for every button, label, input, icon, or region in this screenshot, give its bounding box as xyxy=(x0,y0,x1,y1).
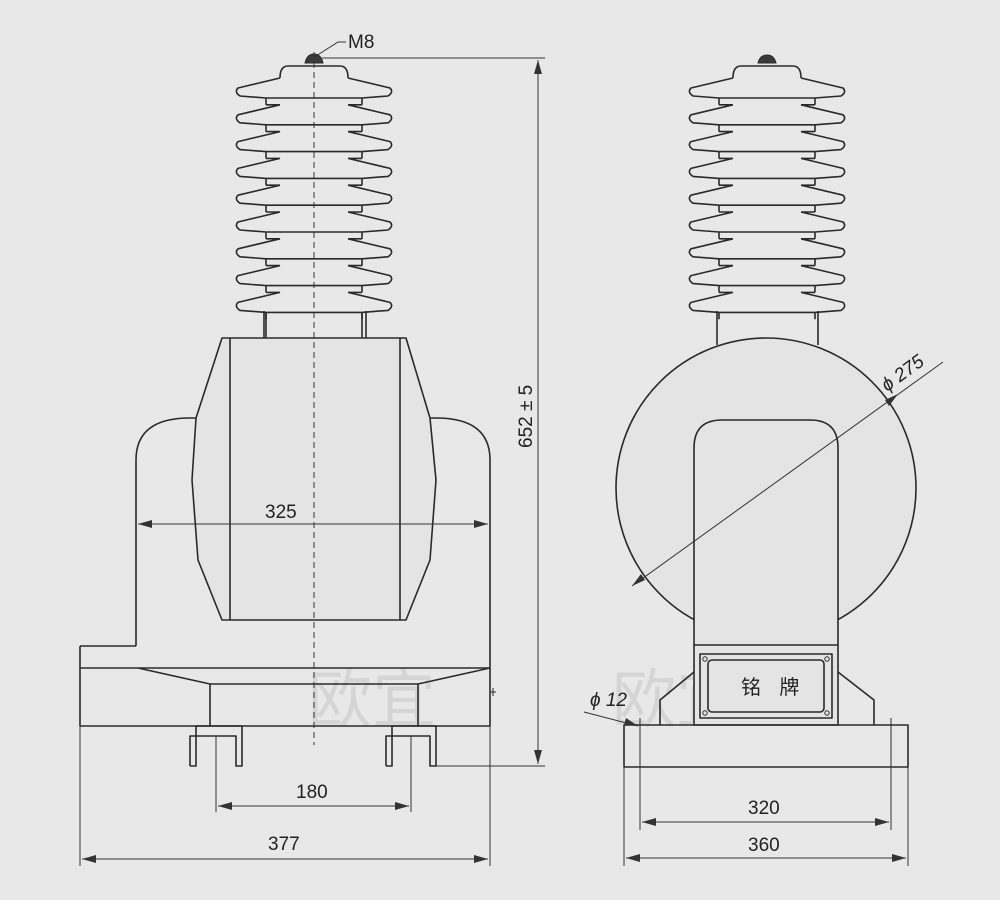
right-foot xyxy=(385,725,437,767)
diameter-label: ϕ 275 xyxy=(878,351,929,396)
mount-spacing-label: 320 xyxy=(748,798,780,819)
diameter-arrow-lower xyxy=(632,574,645,586)
base-width-arrow-left xyxy=(626,854,640,862)
side-view: 铭 牌 ϕ 275 ϕ 12 320 360 xyxy=(583,54,944,866)
terminal-cap-side xyxy=(757,54,777,64)
insulator-sheds-side xyxy=(688,65,846,320)
m8-leader xyxy=(315,41,346,57)
hole-arrow xyxy=(624,718,638,726)
main-body-inner xyxy=(229,338,401,620)
height-arrow-bottom xyxy=(534,750,542,764)
insulator-side xyxy=(688,65,846,320)
mount-spacing-arrow-right xyxy=(875,818,889,826)
insulator-neck-side xyxy=(716,311,819,345)
thread-label: M8 xyxy=(348,32,374,53)
foot-spacing-label: 180 xyxy=(296,782,328,803)
nameplate-screw xyxy=(702,656,708,662)
core-column xyxy=(693,419,839,645)
nameplate xyxy=(699,653,833,719)
nameplate-flanks xyxy=(659,671,875,725)
foot-spacing-arrow-right xyxy=(395,802,409,810)
nameplate-screw xyxy=(824,710,830,716)
mount-spacing-arrow-left xyxy=(642,818,656,826)
main-body-outer xyxy=(191,337,437,621)
foot-spacing-arrow-left xyxy=(218,802,232,810)
body-width-arrow-right xyxy=(474,520,488,528)
base-plate xyxy=(623,724,909,768)
height-label: 652 ± 5 xyxy=(516,385,537,448)
body-width-arrow-left xyxy=(138,520,152,528)
overall-width-arrow-right xyxy=(474,855,488,863)
nameplate-screw xyxy=(702,710,708,716)
diameter-arrow-upper xyxy=(885,394,898,406)
overall-width-arrow-left xyxy=(82,855,96,863)
left-foot xyxy=(189,725,243,767)
watermark-left: 欧宜 xyxy=(308,664,436,738)
nameplate-inner xyxy=(707,659,825,713)
height-arrow-top xyxy=(534,60,542,74)
ground-marker xyxy=(490,688,496,696)
base-width-arrow-right xyxy=(892,854,906,862)
nameplate-text: 铭 牌 xyxy=(741,675,805,699)
nameplate-screw xyxy=(824,656,830,662)
hole-label: ϕ 12 xyxy=(590,690,627,711)
front-view: M8 652 ± 5 325 180 377 xyxy=(79,32,545,866)
insulator-trunk xyxy=(265,312,363,338)
body-width-label: 325 xyxy=(265,502,297,523)
base-width-label: 360 xyxy=(748,835,780,856)
insulator-neck xyxy=(263,311,367,338)
body-shoulder xyxy=(135,417,491,668)
overall-width-label: 377 xyxy=(268,834,300,855)
